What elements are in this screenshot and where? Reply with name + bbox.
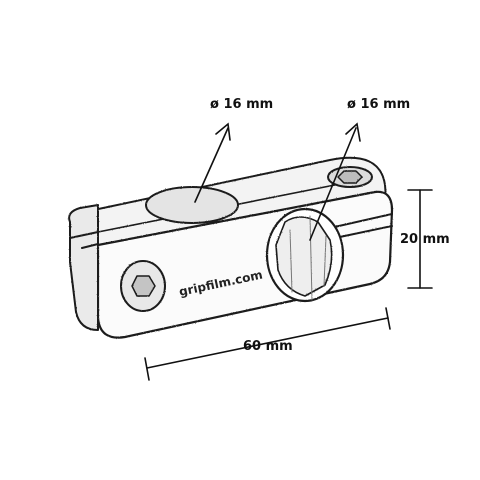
width-label: 60 mm bbox=[243, 339, 293, 354]
split-gap bbox=[69, 213, 393, 249]
top-bore-hole bbox=[145, 186, 239, 224]
right-bore-label: ø 16 mm bbox=[347, 97, 410, 112]
block-end-face bbox=[68, 204, 99, 331]
width-dim-line bbox=[146, 317, 389, 369]
right-bore-arrow bbox=[309, 127, 357, 241]
left-bore-arrow bbox=[194, 127, 229, 203]
width-dim-right bbox=[385, 307, 391, 330]
left-bore-arrowhead bbox=[215, 122, 231, 141]
side-screw-hex bbox=[131, 275, 156, 297]
left-bore-label: ø 16 mm bbox=[210, 97, 273, 112]
height-label: 20 mm bbox=[400, 232, 450, 247]
width-dim-left bbox=[144, 357, 150, 381]
right-bore-arrowhead bbox=[345, 122, 361, 142]
top-screw-hex bbox=[337, 170, 363, 184]
